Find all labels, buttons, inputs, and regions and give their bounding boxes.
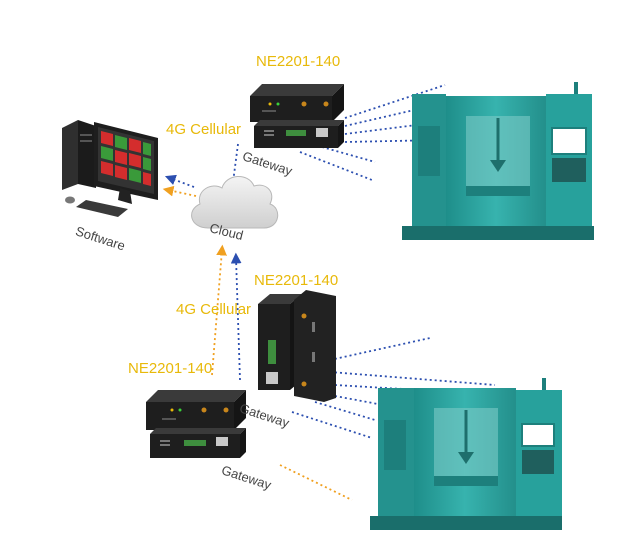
device-bottom-label: NE2201-140 xyxy=(128,360,213,377)
industrial-router-icon xyxy=(250,84,344,148)
cloud-icon xyxy=(191,176,279,229)
desktop-computer-icon xyxy=(62,120,158,217)
industrial-router-icon xyxy=(258,290,336,402)
cellular-bottom-label: 4G Cellular xyxy=(176,301,252,318)
cnc-machine-icon xyxy=(402,82,594,240)
industrial-router-icon xyxy=(146,390,246,458)
link-line-bottom xyxy=(279,464,353,501)
device-top-label: NE2201-140 xyxy=(256,53,341,70)
cnc-machine-icon xyxy=(370,378,562,530)
device-middle-label: NE2201-140 xyxy=(254,272,339,289)
cellular-top-label: 4G Cellular xyxy=(166,121,242,138)
cellular-arrows xyxy=(162,143,242,381)
